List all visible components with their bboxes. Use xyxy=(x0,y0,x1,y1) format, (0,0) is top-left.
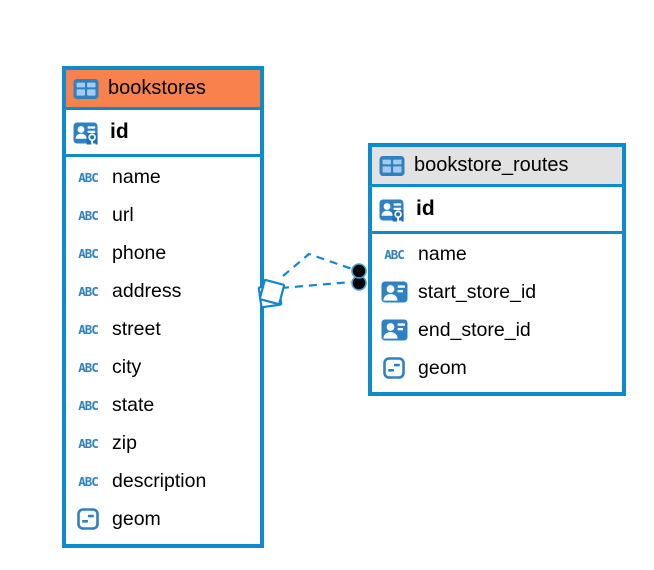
column-name: end_store_id xyxy=(418,318,531,341)
column-name: address xyxy=(112,279,182,302)
text-type-icon: ABC xyxy=(78,321,99,337)
column-name: name xyxy=(112,165,161,188)
column-row[interactable]: start_store_id xyxy=(372,273,622,311)
text-type-icon: ABC xyxy=(78,473,99,489)
text-type-icon: ABC xyxy=(78,207,99,223)
column-row[interactable]: ABC street xyxy=(66,310,260,348)
column-name: phone xyxy=(112,241,167,264)
column-row[interactable]: ABC name xyxy=(372,235,622,273)
column-row[interactable]: geom xyxy=(372,349,622,387)
table-header-bookstore-routes[interactable]: bookstore_routes xyxy=(372,147,622,187)
column-row[interactable]: end_store_id xyxy=(372,311,622,349)
geometry-type-icon xyxy=(383,357,405,379)
text-type-icon: ABC xyxy=(78,283,99,299)
primary-key-row[interactable]: id xyxy=(372,187,622,234)
primary-key-row[interactable]: id xyxy=(66,110,260,157)
column-row[interactable]: ABC name xyxy=(66,158,260,196)
person-key-icon xyxy=(73,121,101,149)
relation-link-lower[interactable] xyxy=(280,280,352,290)
table-icon xyxy=(73,78,99,100)
column-row[interactable]: ABC zip xyxy=(66,424,260,462)
column-row[interactable]: ABC city xyxy=(66,348,260,386)
column-name: geom xyxy=(112,507,161,530)
person-id-icon xyxy=(381,281,408,303)
table-title: bookstores xyxy=(108,77,206,99)
column-row[interactable]: ABC url xyxy=(66,196,260,234)
column-name: start_store_id xyxy=(418,280,537,303)
relation-link-upper[interactable] xyxy=(282,252,353,277)
column-name: geom xyxy=(418,356,467,379)
text-type-icon: ABC xyxy=(384,246,405,262)
table-header-bookstores[interactable]: bookstores xyxy=(66,70,260,110)
text-type-icon: ABC xyxy=(78,245,99,261)
table-icon xyxy=(379,155,405,177)
column-name: id xyxy=(110,120,129,143)
column-row[interactable]: ABC state xyxy=(66,386,260,424)
column-name: description xyxy=(112,469,207,492)
table-title: bookstore_routes xyxy=(414,154,569,176)
column-name: street xyxy=(112,317,161,340)
column-name: url xyxy=(112,203,134,226)
column-row[interactable]: ABC phone xyxy=(66,234,260,272)
column-list: ABC name ABC url ABC phone ABC address A… xyxy=(66,157,260,538)
text-type-icon: ABC xyxy=(78,359,99,375)
geometry-type-icon xyxy=(77,508,99,530)
column-name: state xyxy=(112,393,155,416)
column-name: city xyxy=(112,355,142,378)
table-node-bookstores[interactable]: bookstores id ABC name ABC url ABC phone… xyxy=(62,66,264,548)
person-key-icon xyxy=(379,198,407,226)
column-row[interactable]: ABC description xyxy=(66,462,260,500)
person-id-icon xyxy=(381,319,408,341)
column-row[interactable]: ABC address xyxy=(66,272,260,310)
column-row[interactable]: geom xyxy=(66,500,260,538)
table-node-bookstore-routes[interactable]: bookstore_routes id ABC name start_store… xyxy=(368,143,626,396)
text-type-icon: ABC xyxy=(78,397,99,413)
column-name: name xyxy=(418,242,467,265)
column-name: zip xyxy=(112,431,137,454)
text-type-icon: ABC xyxy=(78,169,99,185)
column-list: ABC name start_store_id end_store_id geo… xyxy=(372,234,622,387)
text-type-icon: ABC xyxy=(78,435,99,451)
relation-target-dot-markers[interactable] xyxy=(351,263,367,291)
column-name: id xyxy=(416,197,435,220)
